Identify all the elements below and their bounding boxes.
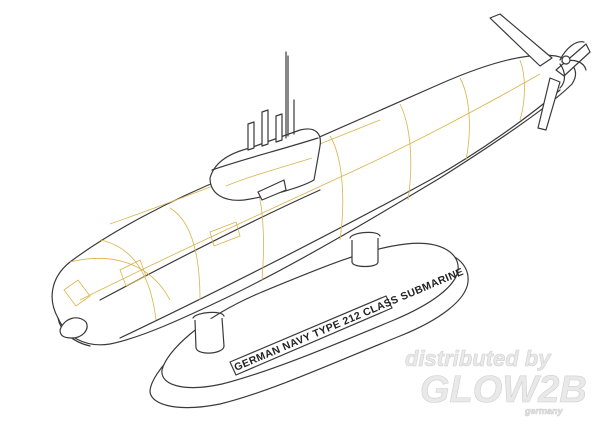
- conning-tower: [209, 51, 321, 201]
- watermark-brand: GLOW2B: [420, 369, 587, 411]
- watermark-line3: germany: [524, 406, 564, 416]
- watermark-line1: distributed by: [405, 346, 552, 371]
- distributor-watermark: distributed by GLOW2B germany: [405, 346, 587, 417]
- submarine-hull: [51, 54, 577, 347]
- stern-assembly: [489, 13, 591, 131]
